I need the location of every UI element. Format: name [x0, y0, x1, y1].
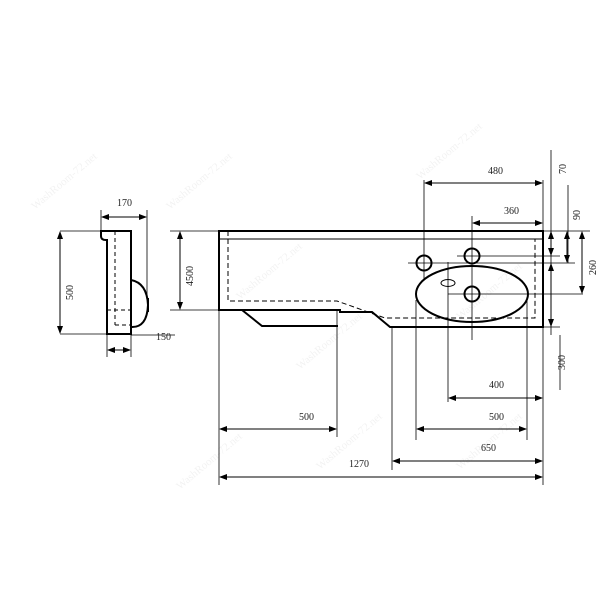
dim-650: 650 [481, 443, 496, 454]
dim-300: 300 [557, 355, 568, 370]
svg-text:WashRoom-72.net: WashRoom-72.net [164, 150, 234, 212]
dim-90: 90 [572, 210, 583, 220]
dim-tap-480: 480 [488, 166, 503, 177]
svg-text:WashRoom-72.net: WashRoom-72.net [174, 430, 244, 492]
dim-400: 400 [489, 380, 504, 391]
side-view [57, 210, 175, 357]
dim-260: 260 [588, 260, 599, 275]
svg-text:WashRoom-72.net: WashRoom-72.net [414, 120, 484, 182]
dim-500-left: 500 [299, 412, 314, 423]
dim-tap-360: 360 [504, 206, 519, 217]
svg-text:WashRoom-72.net: WashRoom-72.net [29, 150, 99, 212]
dim-500-right: 500 [489, 412, 504, 423]
dim-height-4500: 4500 [185, 266, 196, 286]
watermarks: WashRoom-72.net WashRoom-72.net WashRoom… [29, 120, 524, 492]
dim-depth-150: 150 [156, 332, 171, 343]
svg-text:WashRoom-72.net: WashRoom-72.net [294, 310, 364, 372]
dim-height-500: 500 [65, 285, 76, 300]
svg-text:WashRoom-72.net: WashRoom-72.net [234, 240, 304, 302]
dim-1270: 1270 [349, 459, 369, 470]
dim-70: 70 [558, 164, 569, 174]
front-view [170, 150, 590, 485]
dim-width-170: 170 [117, 198, 132, 209]
